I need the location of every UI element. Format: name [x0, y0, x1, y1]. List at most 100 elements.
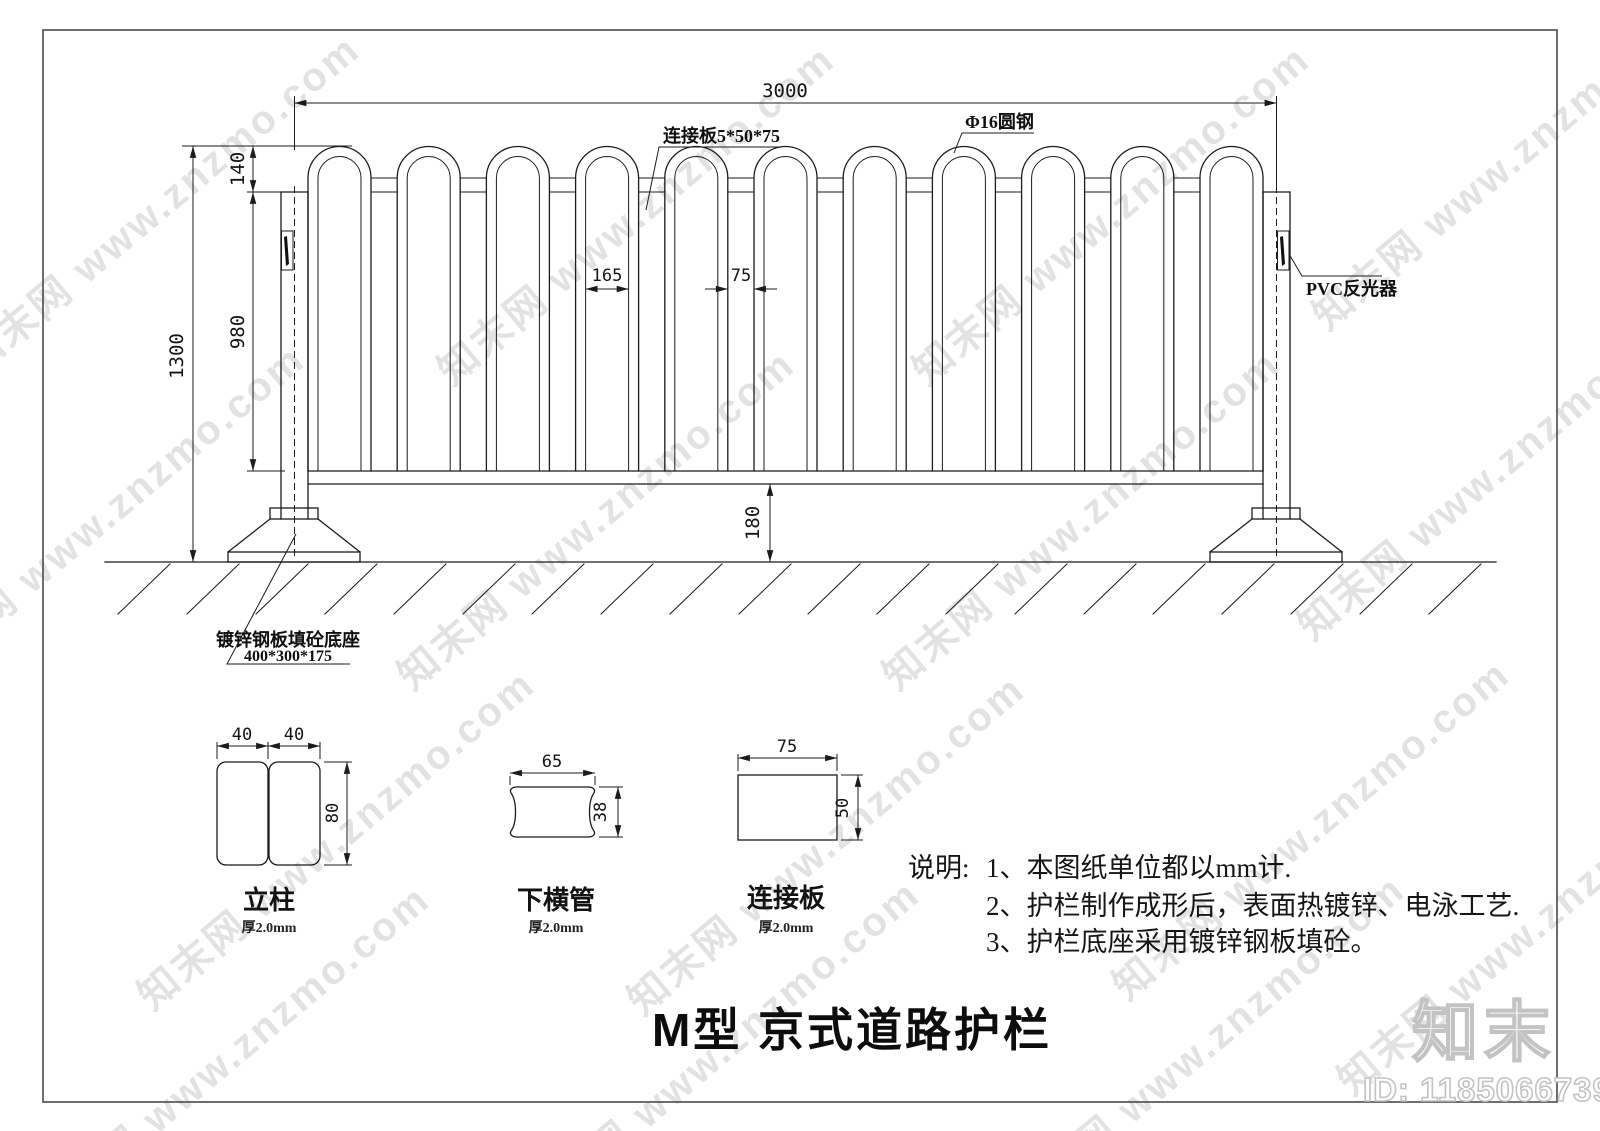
hatch-stroke: [324, 563, 378, 615]
guardrail-loop-inner: [495, 156, 540, 472]
diagonal-watermark: 知末网 www.znzmo.com: [0, 27, 368, 384]
dimension-height-1300: 1300: [166, 145, 352, 562]
guardrail-elevation-view: 3000 1300 140 980 180 165: [104, 80, 1497, 665]
dim-text-38: 38: [591, 802, 611, 822]
note-item-1: 1、本图纸单位都以mm计.: [986, 853, 1291, 883]
hatch-stroke: [1083, 563, 1137, 615]
guardrail-loop-inner: [1209, 156, 1254, 472]
guardrail-loop-inner: [1031, 156, 1076, 472]
detail-sections: 40 40 80 立柱 厚2.0mm 65 38 下横管 厚2.0mm: [216, 725, 863, 936]
reflector-strip: [284, 236, 289, 266]
dim-text-75: 75: [731, 266, 751, 286]
guardrail-loop-inner: [852, 156, 897, 472]
hatch-stroke: [945, 563, 999, 615]
site-brand: 知末 ID: 1185066739: [1362, 994, 1600, 1109]
callout-reflector: PVC反光器: [1288, 253, 1398, 299]
hatch-stroke: [1428, 563, 1482, 615]
callout-base: 镀锌钢板填砼底座 400*300*175: [216, 533, 360, 665]
dim-text-180: 180: [742, 506, 764, 540]
guardrail-loop-outer: [307, 145, 372, 472]
dimension-span-3000: 3000: [294, 80, 1277, 188]
diagonal-watermark: 知末网 www.znzmo.com: [905, 37, 1319, 394]
hatch-stroke: [669, 563, 723, 615]
drawing-title: M型 京式道路护栏: [652, 1004, 1052, 1056]
dim-text-980: 980: [227, 315, 249, 349]
leader-line: [1288, 253, 1382, 277]
guardrail-loop-inner: [763, 156, 808, 472]
detail-thickness-connector-plate: 厚2.0mm: [759, 920, 814, 936]
znzmo-logo: 知末: [1412, 995, 1556, 1069]
guardrail-loop-outer: [485, 145, 551, 472]
dim-text-50: 50: [833, 798, 853, 818]
base-plate-right: [1209, 551, 1343, 563]
detail-thickness-post: 厚2.0mm: [242, 920, 297, 936]
dim-text-1300: 1300: [166, 333, 188, 379]
connector-plates: [370, 177, 1201, 193]
base-label-line1: 镀锌钢板填砼底座: [216, 629, 360, 650]
hatch-stroke: [1014, 563, 1068, 615]
hatch-stroke: [531, 563, 585, 615]
leader-line: [226, 533, 350, 665]
hatch-stroke: [117, 563, 171, 615]
dim-text-40a: 40: [232, 725, 252, 745]
guardrail-loop-outer: [931, 145, 997, 472]
hatch-stroke: [393, 563, 447, 615]
guardrail-loop-inner: [317, 156, 362, 472]
guardrail-loop-inner: [941, 156, 986, 472]
bottom-rail: [307, 470, 1264, 485]
sheet-border: [42, 29, 1558, 1103]
round-steel-label: Φ16圆钢: [965, 111, 1034, 132]
dimension-loop-gap-75: 75: [705, 266, 777, 293]
hatch-stroke: [255, 563, 309, 615]
base-plate-left: [227, 551, 361, 563]
guardrail-loop-inner: [406, 156, 451, 472]
hatch-stroke: [738, 563, 792, 615]
base-collar-left: [269, 507, 319, 520]
hatch-stroke: [1359, 563, 1413, 615]
base-cone-right: [1209, 518, 1343, 553]
hatch-stroke: [1290, 563, 1344, 615]
dim-text-140: 140: [227, 152, 249, 186]
guardrail-loop-outer: [1199, 145, 1264, 472]
detail-post-section: 40 40 80 立柱 厚2.0mm: [216, 725, 352, 936]
dim-text-3000: 3000: [762, 80, 808, 102]
note-item-3: 3、护栏底座采用镀锌钢板填砼。: [986, 927, 1378, 957]
reflector-strip: [1280, 236, 1285, 266]
guardrail-loop-outer: [842, 145, 907, 472]
hatch-stroke: [1152, 563, 1206, 615]
reflector-left: [281, 230, 294, 271]
hatch-stroke: [186, 563, 240, 615]
dim-text-165: 165: [592, 266, 623, 286]
m-loops: [307, 145, 1264, 472]
detail-name-post: 立柱: [243, 885, 295, 915]
callout-connector-plate: 连接板5*50*75: [645, 125, 781, 211]
connector-plate-label: 连接板5*50*75: [663, 125, 780, 146]
reflector-label: PVC反光器: [1306, 278, 1398, 299]
hatch-stroke: [462, 563, 516, 615]
notes-heading: 说明:: [908, 853, 970, 883]
guardrail-loop-inner: [674, 156, 719, 472]
detail-connector-plate-section: 75 50 连接板 厚2.0mm: [737, 737, 863, 936]
guardrail-loop-outer: [753, 145, 818, 472]
callout-round-steel: Φ16圆钢: [953, 111, 1034, 154]
hatch-stroke: [600, 563, 654, 615]
guardrail-loop-outer: [396, 145, 461, 472]
detail-name-lower-rail: 下横管: [517, 886, 595, 915]
dim-text-75p: 75: [777, 737, 797, 757]
detail-lower-rail-section: 65 38 下横管 厚2.0mm: [509, 752, 623, 936]
dim-text-80: 80: [323, 803, 343, 823]
dimension-loop-inner-165: 165: [585, 266, 629, 293]
detail-thickness-lower-rail: 厚2.0mm: [529, 920, 584, 936]
image-id-label: ID: 1185066739: [1363, 1071, 1600, 1108]
base-collar-right: [1251, 507, 1301, 520]
dim-text-65: 65: [542, 752, 562, 772]
notes-block: 说明: 1、本图纸单位都以mm计. 2、护栏制作成形后，表面热镀锌、电泳工艺. …: [908, 853, 1519, 957]
hatch-stroke: [807, 563, 861, 615]
dimension-rail-gap-180: 180: [742, 484, 774, 562]
ground-hatching: [117, 563, 1482, 615]
guardrail-loop-outer: [1020, 145, 1086, 472]
detail-name-connector-plate: 连接板: [747, 884, 825, 913]
diagonal-watermark: 知末网 www.znzmo.com: [1290, 292, 1600, 649]
